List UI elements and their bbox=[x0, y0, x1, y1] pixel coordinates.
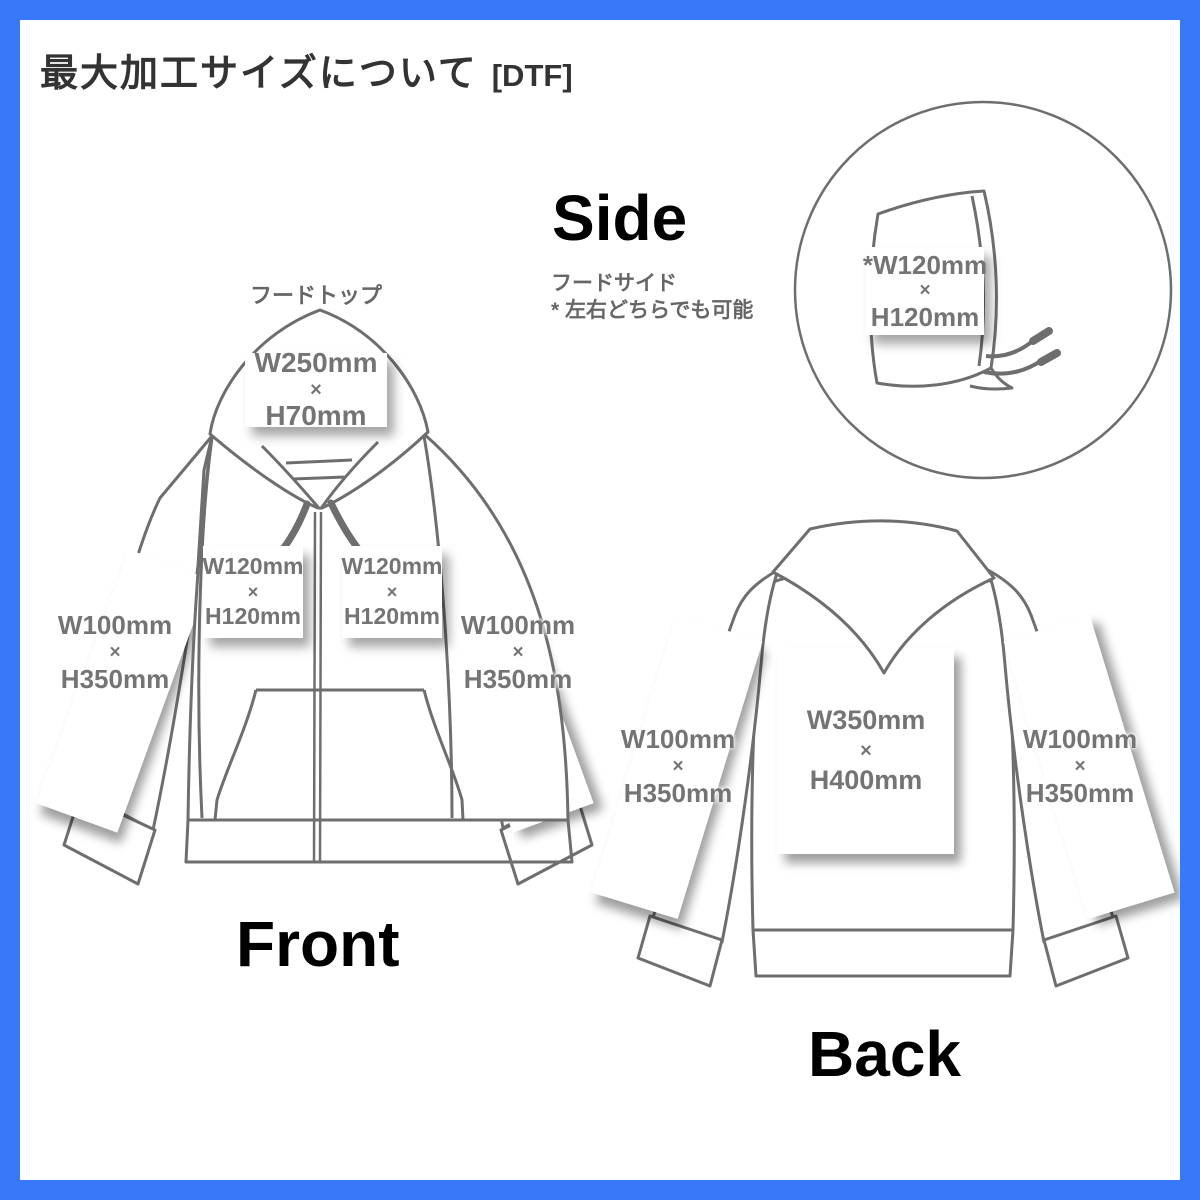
dimension-height: H400mm bbox=[809, 765, 923, 796]
multiply-sign: × bbox=[247, 581, 259, 602]
dimension-width: W250mm bbox=[254, 347, 378, 379]
dimension-width: W350mm bbox=[806, 705, 926, 736]
dimension-height: H350mm bbox=[623, 777, 733, 808]
back-hood-drape bbox=[771, 519, 996, 675]
back-left-cuff bbox=[636, 914, 724, 988]
back-left-sleeve-print-area bbox=[591, 615, 763, 919]
multiply-sign: × bbox=[386, 581, 398, 602]
dimension-width: *W120mm bbox=[862, 249, 988, 280]
back-center-print-area bbox=[778, 648, 954, 854]
back-hem-band bbox=[751, 928, 1015, 978]
dimension-height: H70mm bbox=[265, 400, 367, 432]
page-title-tag: [DTF] bbox=[491, 58, 573, 93]
dimension-width: W100mm bbox=[57, 610, 173, 640]
dimension-width: W100mm bbox=[1022, 724, 1138, 754]
multiply-sign: × bbox=[919, 280, 931, 302]
front-zipper bbox=[312, 511, 323, 863]
front-hem-band bbox=[184, 818, 574, 864]
side-heading: Side bbox=[552, 182, 688, 254]
dimension-height: H120mm bbox=[344, 603, 440, 630]
front-pocket bbox=[213, 688, 465, 821]
multiply-sign: × bbox=[310, 378, 322, 401]
dimension-height: H350mm bbox=[1025, 777, 1135, 808]
page-title: 最大加工サイズについて [DTF] bbox=[40, 42, 573, 97]
front-hood-top-size-box: W250mm × H70mm bbox=[245, 349, 387, 430]
side-caption-line2: * 左右どちらでも可能 bbox=[551, 299, 754, 322]
dimension-height: H350mm bbox=[60, 663, 170, 694]
front-right-chest-size-box: W120mm × H120mm bbox=[341, 546, 443, 638]
side-drawstring-tips bbox=[1029, 327, 1061, 366]
multiply-sign: × bbox=[672, 755, 684, 777]
multiply-sign: × bbox=[512, 641, 524, 663]
multiply-sign: × bbox=[1074, 755, 1086, 777]
page-title-text: 最大加工サイズについて bbox=[40, 53, 478, 95]
dimension-height: H120mm bbox=[870, 301, 980, 332]
side-caption: フードサイド * 左右どちらでも可能 bbox=[551, 270, 753, 324]
front-hood-top-caption: フードトップ bbox=[249, 283, 382, 308]
front-hood-neckline bbox=[260, 440, 380, 508]
back-right-cuff bbox=[1042, 914, 1130, 988]
dimension-width: W120mm bbox=[341, 553, 443, 580]
dimension-width: W100mm bbox=[460, 610, 576, 640]
multiply-sign: × bbox=[109, 641, 121, 663]
back-heading: Back bbox=[808, 1018, 961, 1090]
back-hoodie-drawing bbox=[591, 519, 1175, 988]
back-center-size-label: W350mm × H400mm bbox=[778, 648, 954, 854]
side-caption-line1: フードサイド bbox=[551, 272, 677, 295]
dimension-height: H350mm bbox=[463, 663, 573, 694]
back-right-sleeve-size-label: W100mm × H350mm bbox=[1010, 726, 1150, 806]
dimension-height: H120mm bbox=[205, 603, 301, 630]
front-left-sleeve-print-area bbox=[36, 549, 210, 833]
multiply-sign: × bbox=[860, 739, 872, 762]
back-right-sleeve-print-area bbox=[1003, 615, 1175, 919]
back-left-sleeve-size-label: W100mm × H350mm bbox=[608, 726, 748, 806]
front-left-sleeve-size-label: W100mm × H350mm bbox=[45, 612, 185, 692]
front-left-chest-size-box: W120mm × H120mm bbox=[202, 546, 304, 638]
dimension-width: W100mm bbox=[620, 724, 736, 754]
front-heading: Front bbox=[236, 908, 400, 980]
side-hood-size-box: *W120mm × H120mm bbox=[862, 247, 988, 335]
front-right-sleeve-size-label: W100mm × H350mm bbox=[448, 612, 588, 692]
dimension-width: W120mm bbox=[202, 553, 304, 580]
